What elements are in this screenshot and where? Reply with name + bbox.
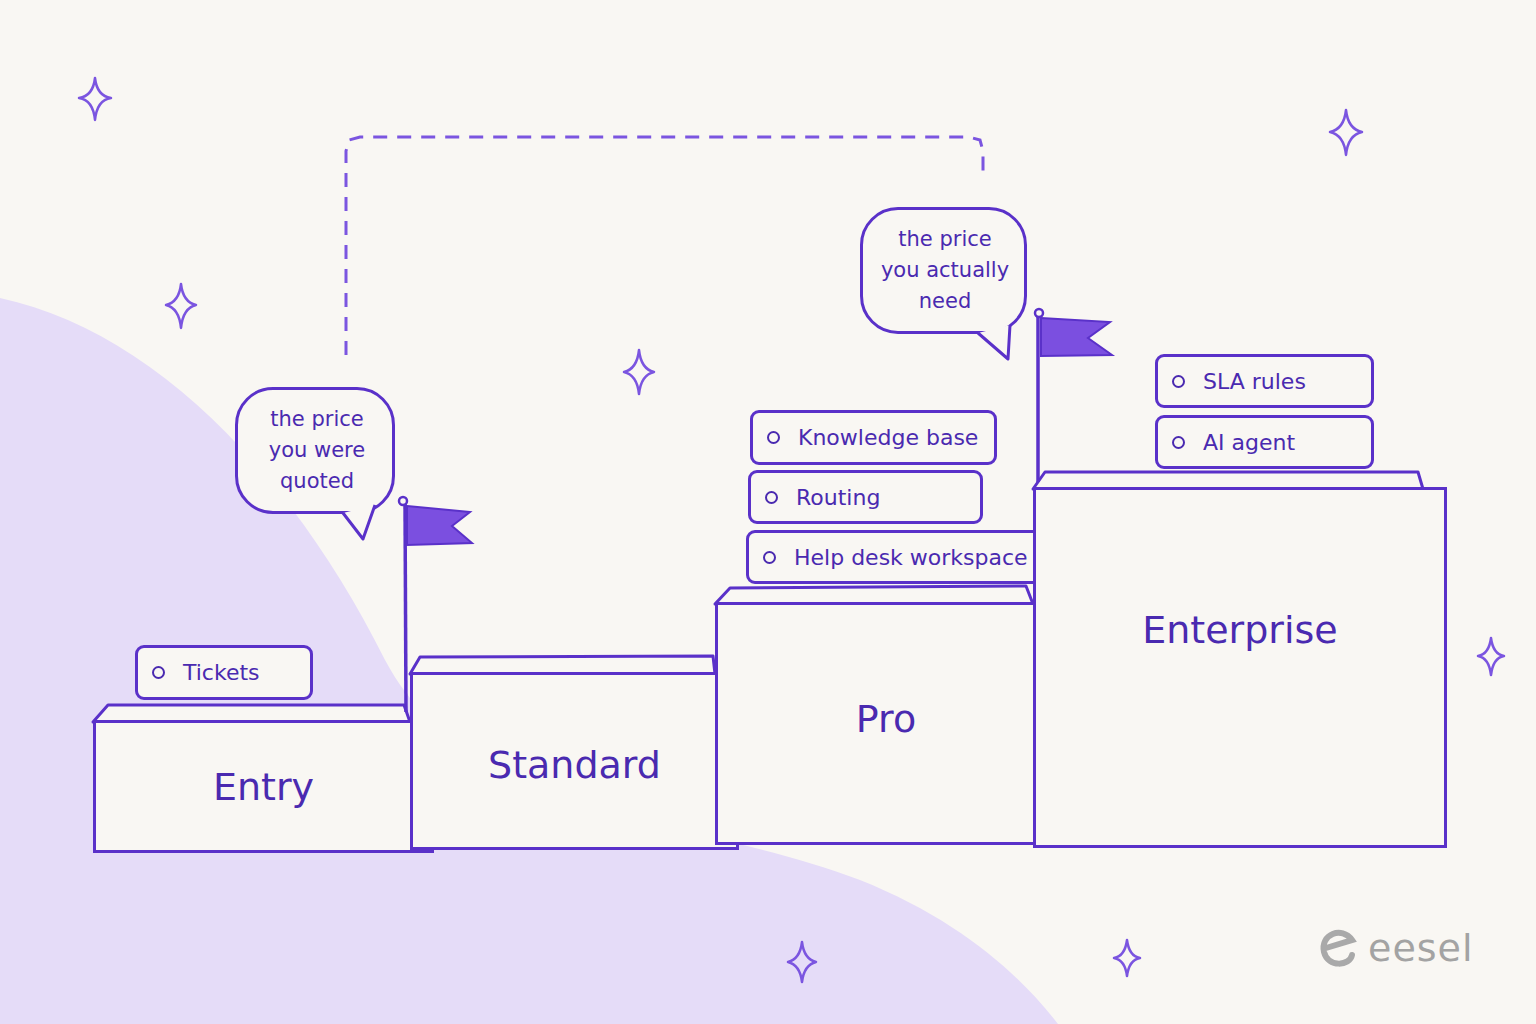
bullet bbox=[1172, 436, 1185, 449]
feature-tag: Routing bbox=[748, 470, 983, 524]
bubble-text: the price you actually need bbox=[877, 224, 1013, 317]
tier-box: Entry bbox=[93, 720, 434, 853]
feature-label: SLA rules bbox=[1203, 369, 1306, 394]
feature-label: AI agent bbox=[1203, 430, 1295, 455]
tier-box: Enterprise bbox=[1033, 487, 1447, 848]
speech-bubble: the price you were quoted bbox=[235, 387, 395, 514]
feature-label: Help desk workspace bbox=[794, 545, 1028, 570]
speech-bubble: the price you actually need bbox=[860, 207, 1027, 334]
tier-name: Enterprise bbox=[1036, 608, 1444, 652]
tier-box: Pro bbox=[715, 602, 1057, 845]
bullet bbox=[767, 431, 780, 444]
feature-label: Tickets bbox=[183, 660, 260, 685]
bullet bbox=[152, 666, 165, 679]
feature-label: Routing bbox=[796, 485, 880, 510]
bubble-tail bbox=[860, 333, 861, 334]
feature-tag: Tickets bbox=[135, 645, 313, 700]
feature-tag: Knowledge base bbox=[750, 410, 997, 465]
sparkles bbox=[79, 78, 1504, 982]
background-blob bbox=[0, 298, 1058, 1024]
bubble-text: the price you were quoted bbox=[252, 404, 382, 497]
bullet bbox=[1172, 375, 1185, 388]
feature-tag: AI agent bbox=[1155, 415, 1374, 469]
tier-name: Standard bbox=[413, 743, 736, 787]
feature-label: Knowledge base bbox=[798, 425, 978, 450]
eesel-logo bbox=[1324, 933, 1352, 964]
feature-tag: SLA rules bbox=[1155, 354, 1374, 408]
bullet bbox=[765, 491, 778, 504]
watermark: eesel bbox=[1368, 926, 1474, 970]
tier-name: Pro bbox=[718, 697, 1054, 741]
feature-tag: Help desk workspace bbox=[746, 530, 1046, 584]
bubble-tail bbox=[235, 513, 236, 514]
tier-box: Standard bbox=[410, 672, 739, 850]
tier-name: Entry bbox=[96, 765, 431, 809]
bullet bbox=[763, 551, 776, 564]
